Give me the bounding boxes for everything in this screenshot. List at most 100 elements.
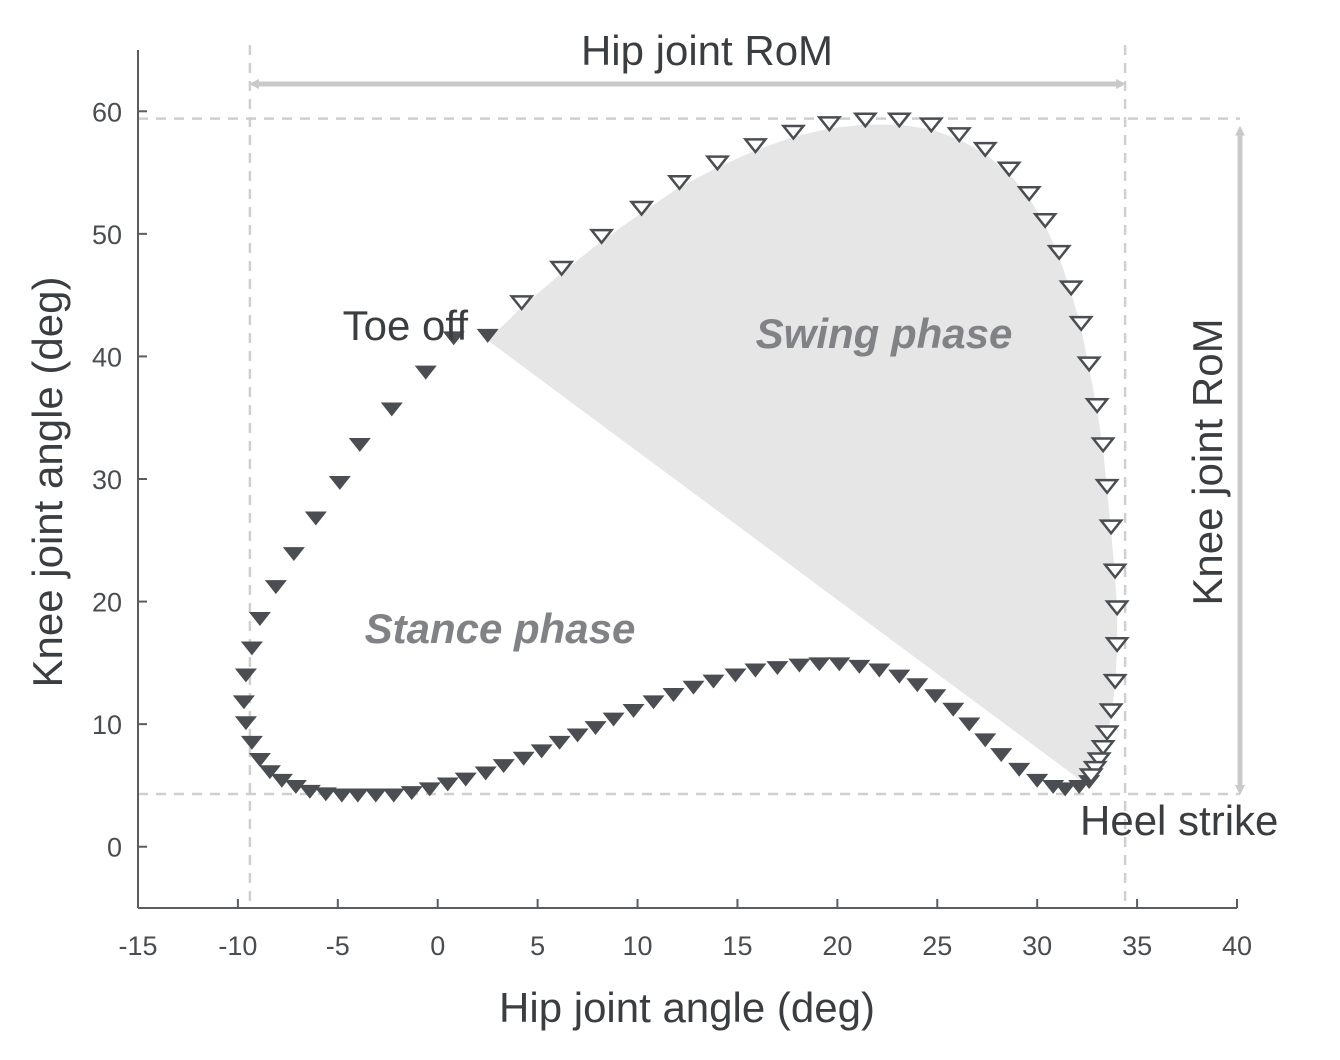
swing-phase-marker (1068, 315, 1094, 332)
swing-phase-marker (704, 155, 731, 172)
swing-phase-markers (509, 112, 1130, 785)
swing-phase-marker (628, 200, 655, 217)
stance-phase-marker (1042, 779, 1065, 794)
y-tick-label: 60 (92, 97, 122, 127)
stance-phase-marker (400, 786, 423, 801)
stance-phase-marker (828, 657, 851, 672)
stance-phase-marker (284, 779, 307, 794)
stance-phase-marker (248, 753, 271, 767)
x-tick-label: 5 (530, 931, 545, 961)
swing-phase-marker (946, 127, 972, 144)
stance-phase-marker (474, 766, 497, 781)
swing-phase-marker (852, 112, 878, 129)
stance-phase-marker (848, 659, 871, 674)
stance-phase-marker (232, 695, 255, 710)
stance-phase-marker (348, 438, 371, 452)
x-tick-label: 25 (922, 931, 952, 961)
swing-phase-marker (1104, 600, 1130, 617)
swing-phase-marker (886, 112, 912, 129)
stance-phase-marker (744, 663, 767, 678)
stance-phase-marker (364, 788, 387, 803)
stance-phase-marker (788, 658, 811, 673)
y-tick-label: 50 (92, 220, 122, 250)
swing-phase-marker (1098, 519, 1124, 536)
swing-phase-marker (1094, 725, 1120, 742)
stance-phase-marker (380, 402, 403, 417)
swing-phase-marker (588, 228, 615, 245)
swing-phase-marker (972, 141, 998, 158)
stance-phase-marker (602, 712, 625, 727)
stance-phase-marker (622, 703, 645, 718)
hip-rom-label: Hip joint RoM (581, 27, 833, 74)
stance-phase-marker (868, 663, 891, 678)
stance-phase-marker (270, 773, 293, 788)
swing-phase-marker (1086, 752, 1112, 769)
swing-phase-marker (918, 117, 944, 134)
swing-phase-marker (1098, 703, 1124, 720)
x-tick-label: 35 (1122, 931, 1152, 961)
stance-phase-markers (232, 328, 1101, 803)
heel-strike-label: Heel strike (1080, 797, 1278, 844)
x-tick-label: 0 (430, 931, 445, 961)
stance-phase-marker (530, 744, 553, 759)
stance-phase-marker (906, 678, 929, 693)
swing-phase-marker (509, 295, 535, 311)
swing-phase-marker (1090, 740, 1116, 756)
stance-phase-marker (248, 612, 271, 626)
stance-phase-marker (240, 735, 263, 750)
stance-phase-marker (958, 717, 981, 732)
swing-phase-label: Swing phase (756, 310, 1013, 357)
swing-phase-marker (1084, 398, 1110, 414)
swing-phase-marker (1076, 356, 1102, 373)
stance-phase-marker (942, 702, 965, 717)
swing-phase-marker (1032, 212, 1058, 229)
stance-phase-marker (888, 669, 911, 684)
stance-phase-marker (808, 657, 831, 672)
swing-phase-marker (780, 124, 806, 141)
stance-phase-marker (990, 748, 1013, 763)
stance-phase-marker (330, 788, 353, 803)
stance-phase-marker (724, 668, 747, 683)
y-tick-label: 10 (92, 710, 122, 740)
swing-phase-marker (742, 138, 769, 155)
y-tick-label: 40 (92, 342, 122, 372)
y-axis-title: Knee joint angle (deg) (24, 277, 71, 688)
stance-phase-marker (584, 721, 607, 736)
stance-phase-marker (382, 788, 405, 803)
stance-phase-marker (512, 751, 535, 766)
x-tick-label: 30 (1022, 931, 1052, 961)
swing-phase-marker (1090, 437, 1116, 454)
swing-phase-marker (549, 260, 575, 277)
stance-phase-marker (328, 476, 351, 490)
x-tick-label: -10 (218, 931, 257, 961)
swing-phase-marker (1102, 563, 1128, 580)
y-tick-label: 0 (107, 833, 122, 863)
x-axis-title: Hip joint angle (deg) (499, 984, 875, 1031)
stance-phase-marker (924, 689, 947, 704)
x-tick-label: 10 (623, 931, 653, 961)
stance-phase-marker (662, 688, 685, 702)
x-tick-label: 15 (722, 931, 752, 961)
swing-phase-marker (816, 116, 842, 132)
stance-phase-marker (974, 733, 997, 748)
stance-phase-marker (566, 728, 589, 743)
swing-phase-marker (1102, 673, 1128, 690)
stance-phase-marker (314, 787, 337, 802)
x-tick-label: -5 (326, 931, 350, 961)
stance-phase-marker (240, 641, 263, 656)
stance-phase-marker (1008, 762, 1031, 777)
y-tick-label: 30 (92, 465, 122, 495)
stance-phase-marker (282, 547, 305, 561)
stance-phase-marker (414, 365, 437, 380)
stance-phase-marker (476, 328, 499, 343)
swing-phase-marker (996, 161, 1022, 178)
stance-phase-marker (418, 782, 441, 797)
stance-phase-marker (264, 580, 287, 595)
stance-phase-marker (442, 331, 465, 346)
x-tick-label: -15 (118, 931, 157, 961)
stance-phase-marker (298, 784, 321, 799)
